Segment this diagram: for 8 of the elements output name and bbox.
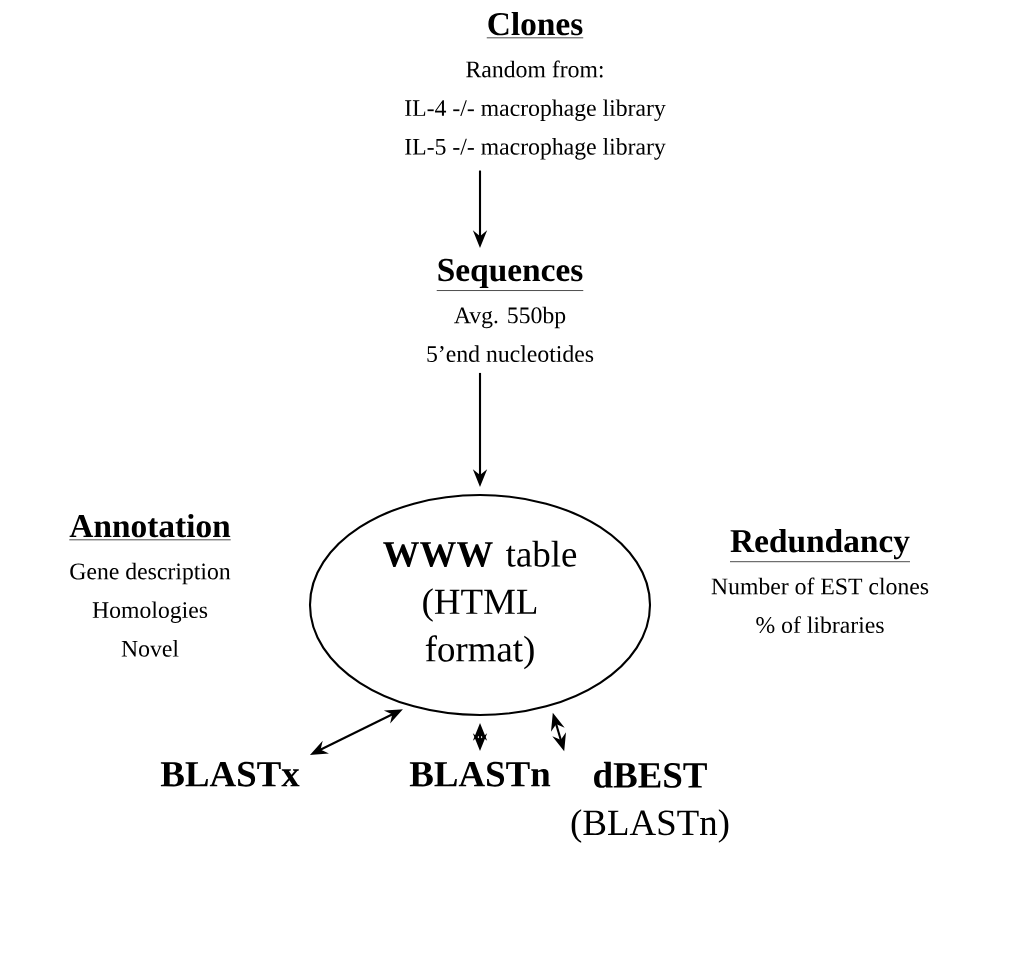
text-block: Clones Random from: IL-4 -/- macrophage library IL-5 -/- macrophage library	[405, 11, 666, 160]
text-block: Annotation Gene description Homologies Novel	[68, 513, 232, 657]
ellipse-node: WWW table (HTML format)	[308, 493, 652, 717]
program-label: BLASTx	[160, 761, 300, 787]
text-block: Redundancy Number of EST clones % of libraries	[711, 528, 929, 634]
program-label: dBEST (BLASTn)	[571, 761, 729, 843]
program-label: BLASTn	[409, 761, 551, 787]
text-block: Sequences Avg. 550bp 5’end nucleotides	[427, 258, 594, 363]
